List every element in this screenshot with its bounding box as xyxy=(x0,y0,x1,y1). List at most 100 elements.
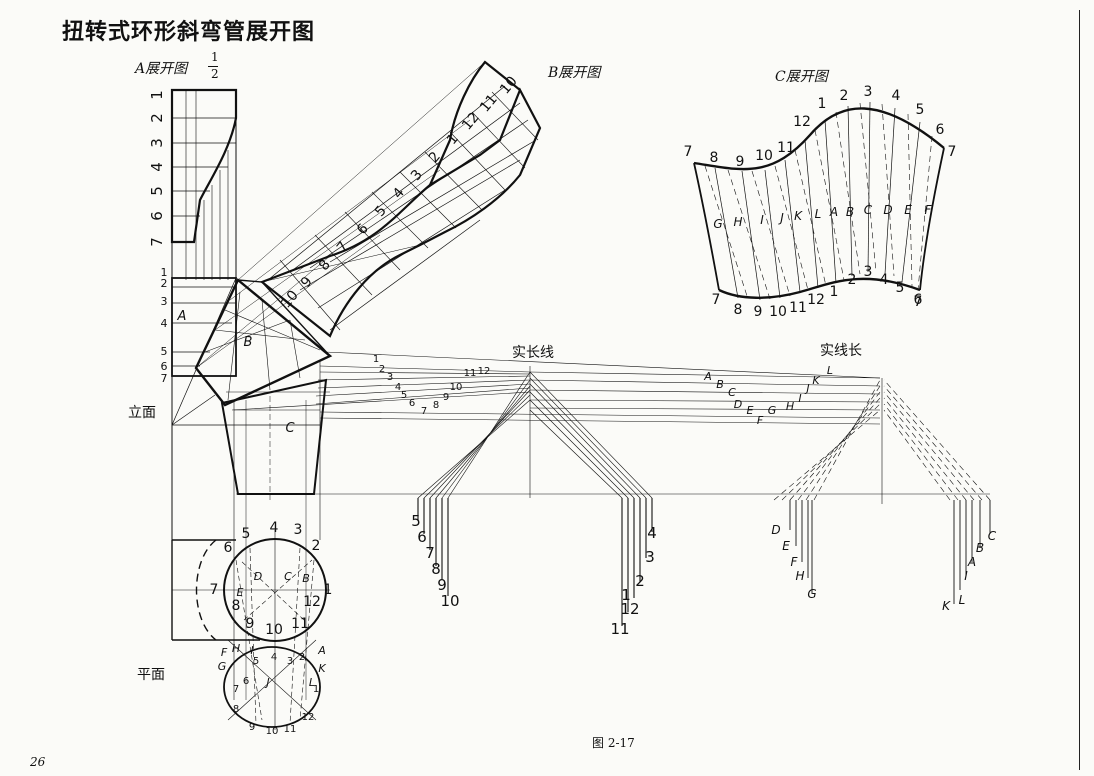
tl1-right-number: 12 xyxy=(620,600,639,618)
true-length-diagram-1 xyxy=(417,366,653,626)
plan-lower-number: 7 xyxy=(233,684,239,695)
tl2-top-letter: L xyxy=(827,364,833,377)
c-top-number: 5 xyxy=(916,102,925,118)
tl1-right-number: 4 xyxy=(647,524,657,542)
tl2-right-letter: I xyxy=(964,569,968,583)
tl2-top-letter: E xyxy=(747,404,754,417)
tl2-top-letter: G xyxy=(768,404,777,417)
plan-lower-number: 10 xyxy=(266,726,279,737)
c-bottom-number: 5 xyxy=(896,280,905,296)
plan-letter: K xyxy=(318,662,326,675)
tl1-right-number: 11 xyxy=(610,620,629,638)
plan-number: 9 xyxy=(246,616,255,632)
c-top-number: 4 xyxy=(892,88,901,104)
page-title: 扭转式环形斜弯管展开图 xyxy=(62,20,316,45)
tl1-right-number: 3 xyxy=(645,548,655,566)
plan-letter: B xyxy=(302,572,310,585)
page-number: 26 xyxy=(30,755,46,769)
tl2-top-letter: J xyxy=(804,382,809,395)
b-strip-number: 6 xyxy=(354,221,372,238)
plan-lower-number: 3 xyxy=(287,656,293,667)
plan-lower-number: 12 xyxy=(302,712,315,723)
tl2-right-letter: L xyxy=(959,593,966,607)
c-top-number: 7 xyxy=(684,144,693,160)
tl1-top-number: 8 xyxy=(433,400,439,411)
tl1-right-number: 2 xyxy=(635,572,645,590)
b-strip-number: 11 xyxy=(477,91,501,115)
tl1-top-number: 12 xyxy=(478,366,491,377)
part-letter-a: A xyxy=(177,309,187,324)
tl2-top-letter: A xyxy=(703,370,712,383)
c-letter: K xyxy=(794,209,803,223)
b-strip-number: 10 xyxy=(278,287,302,311)
tl2-top-letter: C xyxy=(728,386,736,399)
b-strip-number: 3 xyxy=(408,167,426,184)
tl1-left-number: 5 xyxy=(411,512,421,530)
c-bottom-number: 2 xyxy=(848,272,857,288)
tl1-top-number: 1 xyxy=(373,354,379,365)
right-border-line xyxy=(1079,10,1080,770)
tl2-right-letter: K xyxy=(942,599,951,613)
tl2-top-letter: D xyxy=(734,398,742,411)
c-letter: C xyxy=(864,203,873,217)
c-letter: F xyxy=(925,203,933,217)
tl1-top-number: 5 xyxy=(401,390,407,401)
c-letter: L xyxy=(815,207,822,221)
plan-letter: H xyxy=(232,642,240,655)
c-bottom-number: 10 xyxy=(769,304,787,320)
b-strip-number: 10 xyxy=(497,73,521,97)
plan-number: 6 xyxy=(224,540,233,556)
plan-lower-number: 8 xyxy=(233,704,239,715)
plan-lower-number: 4 xyxy=(271,652,277,663)
tl2-top-letter: H xyxy=(786,400,794,413)
tl2-right-letter: A xyxy=(967,555,976,569)
tl1-top-number: 11 xyxy=(464,368,477,379)
tl2-left-letter: H xyxy=(795,569,804,583)
tl2-left-letter: D xyxy=(771,523,780,537)
tl2-left-letter: G xyxy=(807,587,816,601)
plan-label: 平面 xyxy=(137,667,165,683)
b-strip-number: 9 xyxy=(298,274,316,291)
plan-lower-number: 6 xyxy=(243,676,249,687)
plan-number: 11 xyxy=(291,616,309,632)
a-dev-number: 1 xyxy=(148,90,166,100)
plan-number: 4 xyxy=(270,520,279,536)
elevation-number: 3 xyxy=(161,295,168,308)
a-development-label: A展开图 xyxy=(135,61,188,77)
plan-letter: G xyxy=(218,660,227,673)
c-development-label: C展开图 xyxy=(775,69,828,85)
plan-letter: J xyxy=(264,676,269,689)
c-letter: B xyxy=(846,205,854,219)
c-letter: E xyxy=(904,203,912,217)
c-development xyxy=(693,101,945,301)
c-bottom-number: 3 xyxy=(864,264,873,280)
a-dev-number: 2 xyxy=(148,113,166,123)
c-top-number: 2 xyxy=(840,88,849,104)
plan-letter: F xyxy=(221,646,228,659)
a-dev-number: 3 xyxy=(148,138,166,148)
elevation-number: 6 xyxy=(161,360,168,373)
c-top-number: 9 xyxy=(736,154,745,170)
plan-number: 1 xyxy=(324,582,333,598)
a-development xyxy=(170,88,238,540)
plan-number: 7 xyxy=(210,582,219,598)
tl1-left-number: 7 xyxy=(425,544,435,562)
tl1-left-number: 10 xyxy=(440,592,459,610)
c-top-number: 8 xyxy=(710,150,719,166)
c-letter: H xyxy=(733,215,742,229)
c-top-number: 3 xyxy=(864,84,873,100)
tl1-top-number: 7 xyxy=(421,406,427,417)
plan-letter: A xyxy=(317,644,326,657)
a-dev-number: 4 xyxy=(148,162,166,172)
c-letter: I xyxy=(760,213,764,227)
true-length-label-1: 实长线 xyxy=(512,345,554,361)
c-top-number: 12 xyxy=(793,114,811,130)
plan-view xyxy=(171,530,330,730)
elevation-c-part xyxy=(220,360,990,700)
tl1-top-number: 3 xyxy=(387,372,393,383)
c-bottom-number: 1 xyxy=(830,284,839,300)
plan-lower-number: 2 xyxy=(299,652,305,663)
c-bottom-number: 12 xyxy=(807,292,825,308)
c-bottom-number: 8 xyxy=(734,302,743,318)
plan-lower-number: 11 xyxy=(284,724,297,735)
